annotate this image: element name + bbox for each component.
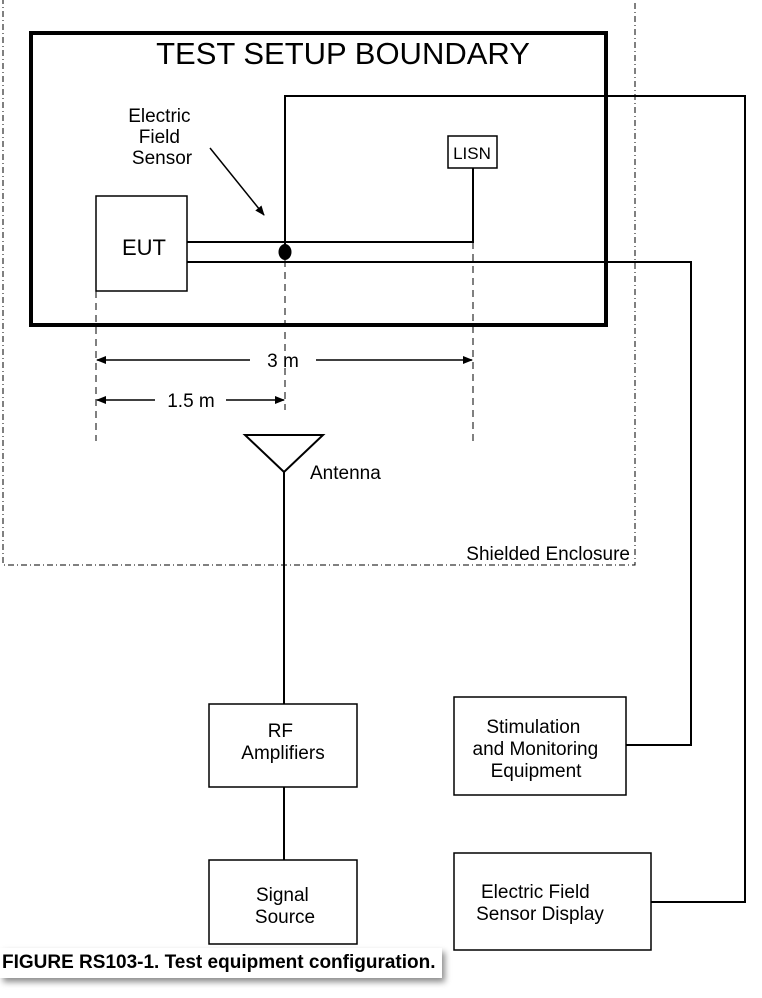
rf-amplifiers-line-2: Amplifiers: [241, 743, 324, 764]
stimulation-line-1: Stimulation: [486, 717, 580, 738]
sensor-label-line-2: Field: [139, 127, 180, 148]
shielded-enclosure: [2, 0, 636, 566]
stimulation-monitoring-label: Stimulation and Monitoring Equipment: [473, 717, 604, 782]
sensor-display-label: Electric Field Sensor Display: [476, 882, 604, 925]
electric-field-sensor-dot: [278, 244, 292, 260]
signal-source-label: Signal Source: [255, 885, 315, 928]
boundary-title: TEST SETUP BOUNDARY: [156, 36, 530, 71]
signal-source-line-1: Signal: [256, 885, 309, 906]
stimulation-line-3: Equipment: [491, 761, 583, 782]
sensor-label-line-3: Sensor: [132, 148, 193, 169]
eut-monitoring-cable: [187, 261, 692, 746]
eut-box: [95, 195, 188, 292]
sensor-label-line-1: Electric: [128, 106, 190, 127]
sensor-pointer-arrow: [209, 147, 265, 216]
stimulation-monitoring-box: [453, 696, 627, 796]
sensor-display-line-2: Sensor Display: [476, 904, 604, 925]
rf-amplifiers-line-1: RF: [268, 721, 293, 742]
lisn-box: [447, 135, 498, 169]
antenna-icon: [242, 434, 326, 474]
stimulation-line-2: and Monitoring: [473, 739, 599, 760]
enclosure-label: Shielded Enclosure: [466, 544, 630, 565]
sensor-display-line-1: Electric Field: [481, 882, 590, 903]
figure-caption: FIGURE RS103-1. Test equipment configura…: [0, 948, 442, 978]
sensor-display-box: [453, 852, 652, 951]
rf-amplifiers-box: [208, 703, 358, 788]
sensor-display-cable: [284, 95, 746, 903]
eut-label: EUT: [122, 235, 166, 260]
antenna-label: Antenna: [310, 463, 381, 484]
rf-amplifiers-label: RF Amplifiers: [241, 721, 324, 764]
signal-source-box: [208, 859, 358, 945]
signal-source-line-2: Source: [255, 907, 315, 928]
dim-1-5m-label: 1.5 m: [167, 391, 215, 412]
lisn-label: LISN: [453, 144, 491, 163]
sensor-label: Electric Field Sensor: [128, 106, 196, 169]
dim-3m-label: 3 m: [267, 351, 299, 372]
